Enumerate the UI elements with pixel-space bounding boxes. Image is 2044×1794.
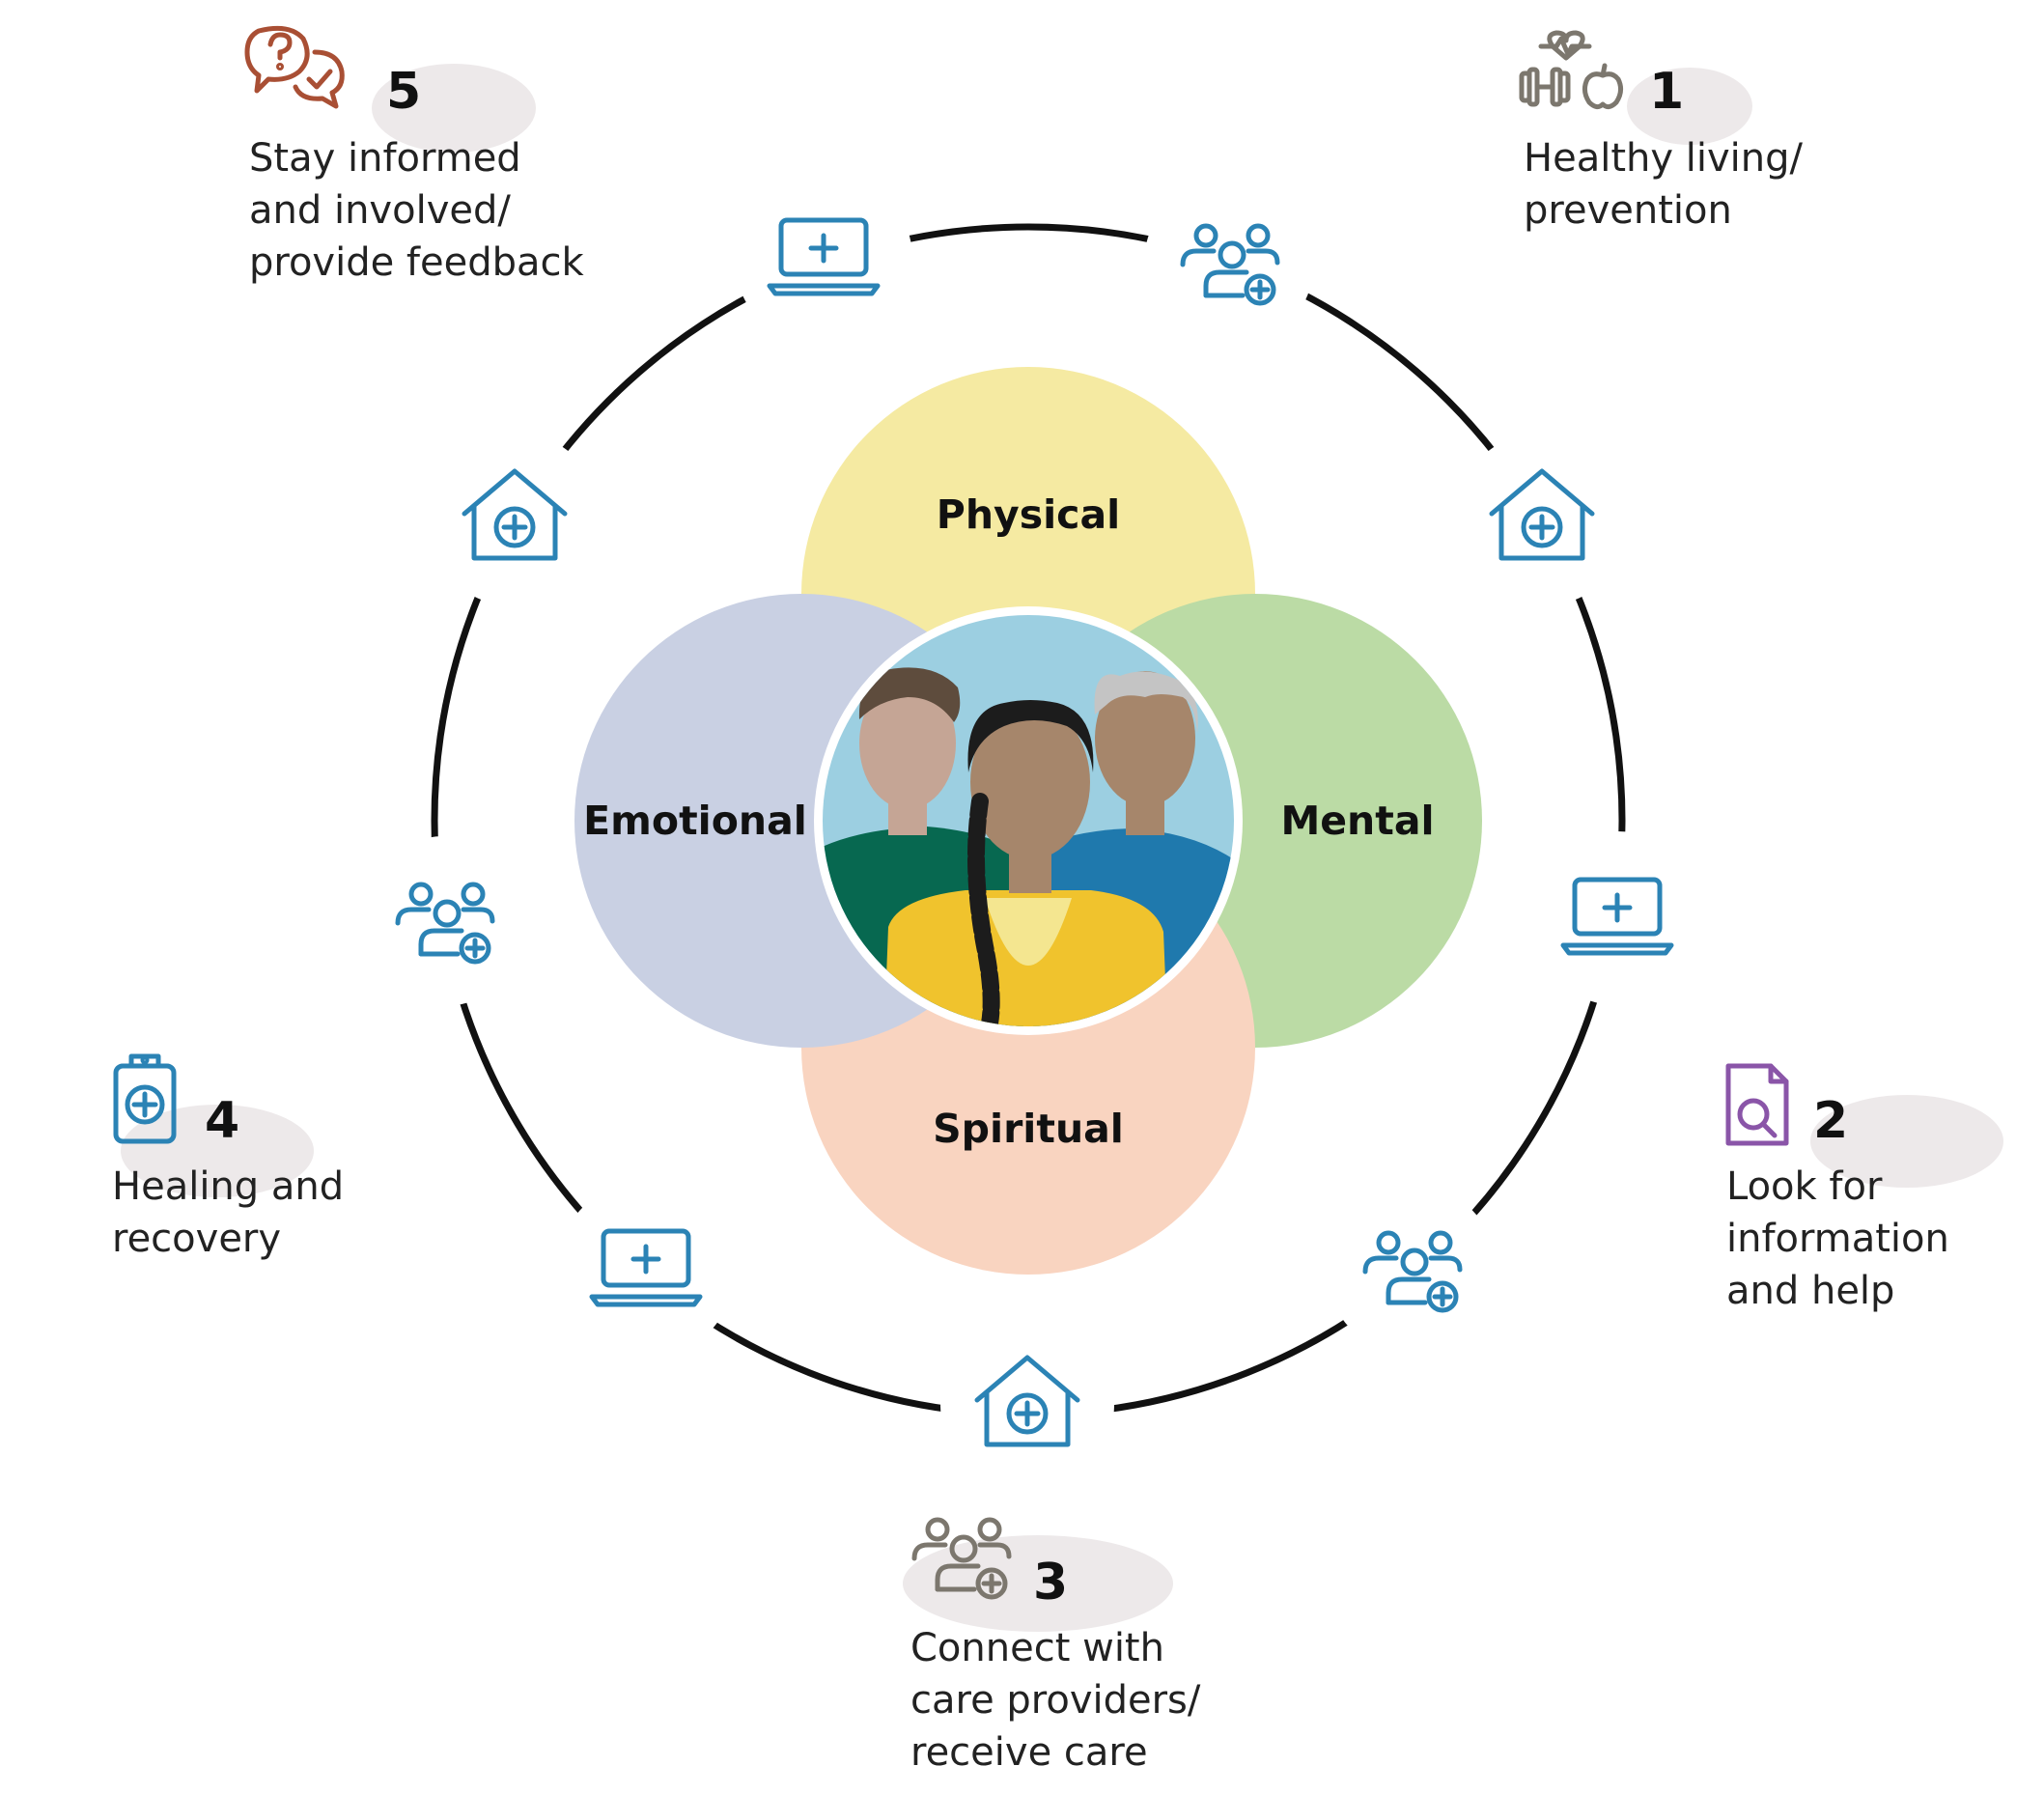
step-2-line-2: information	[1726, 1217, 1949, 1261]
step-3-line-2: care providers/	[910, 1678, 1201, 1723]
mental-label: Mental	[1280, 798, 1434, 844]
fitness-heart-apple-icon	[1519, 30, 1624, 110]
svg-text:information: information	[1726, 1217, 1949, 1261]
svg-text:prevention: prevention	[1524, 188, 1732, 233]
step-1-line-2: prevention	[1524, 188, 1732, 233]
emotional-label: Emotional	[583, 798, 807, 844]
step-1: 1 Healthy living/ prevention	[1519, 30, 1803, 233]
people-illustration	[814, 606, 1243, 1035]
svg-text:provide feedback: provide feedback	[249, 240, 585, 285]
step-3-number: 3	[1033, 1554, 1068, 1612]
document-search-icon	[1725, 1063, 1789, 1146]
step-2: 2 Look for information and help	[1725, 1063, 1949, 1313]
step-5: 5 Stay informed and involved/ provide fe…	[244, 25, 585, 285]
step-5-line-1: Stay informed	[249, 136, 521, 181]
ring-icon-backgrounds	[359, 170, 1704, 1493]
step-3: 3 Connect with care providers/ receive c…	[910, 1520, 1201, 1775]
step-4-number: 4	[205, 1092, 239, 1150]
step-3-line-1: Connect with	[910, 1626, 1164, 1670]
step-5-number: 5	[386, 63, 421, 121]
svg-text:receive care: receive care	[910, 1730, 1148, 1775]
clipboard-plus-icon	[113, 1053, 177, 1144]
svg-text:Look for: Look for	[1726, 1164, 1883, 1209]
spiritual-label: Spiritual	[933, 1106, 1124, 1152]
step-4: 4 Healing and recovery	[112, 1053, 344, 1261]
chat-question-check-icon	[244, 25, 345, 109]
svg-text:Stay informed: Stay informed	[249, 136, 521, 181]
step-4-line-2: recovery	[112, 1217, 281, 1261]
step-3-line-3: receive care	[910, 1730, 1148, 1775]
step-5-line-3: provide feedback	[249, 240, 585, 285]
step-1-number: 1	[1649, 63, 1684, 121]
svg-text:and involved/: and involved/	[249, 188, 511, 233]
svg-text:Healing and: Healing and	[112, 1164, 344, 1209]
step-2-number: 2	[1813, 1092, 1848, 1150]
physical-label: Physical	[937, 491, 1120, 538]
svg-text:Healthy living/: Healthy living/	[1524, 136, 1803, 181]
svg-text:recovery: recovery	[112, 1217, 281, 1261]
step-1-line-1: Healthy living/	[1524, 136, 1803, 181]
svg-text:Connect with: Connect with	[910, 1626, 1164, 1670]
step-2-line-1: Look for	[1726, 1164, 1883, 1209]
step-highlights	[121, 64, 2003, 1632]
step-5-line-2: and involved/	[249, 188, 511, 233]
svg-text:and help: and help	[1726, 1269, 1894, 1313]
step-2-line-3: and help	[1726, 1269, 1894, 1313]
step-4-line-1: Healing and	[112, 1164, 344, 1209]
svg-text:care providers/: care providers/	[910, 1678, 1201, 1723]
